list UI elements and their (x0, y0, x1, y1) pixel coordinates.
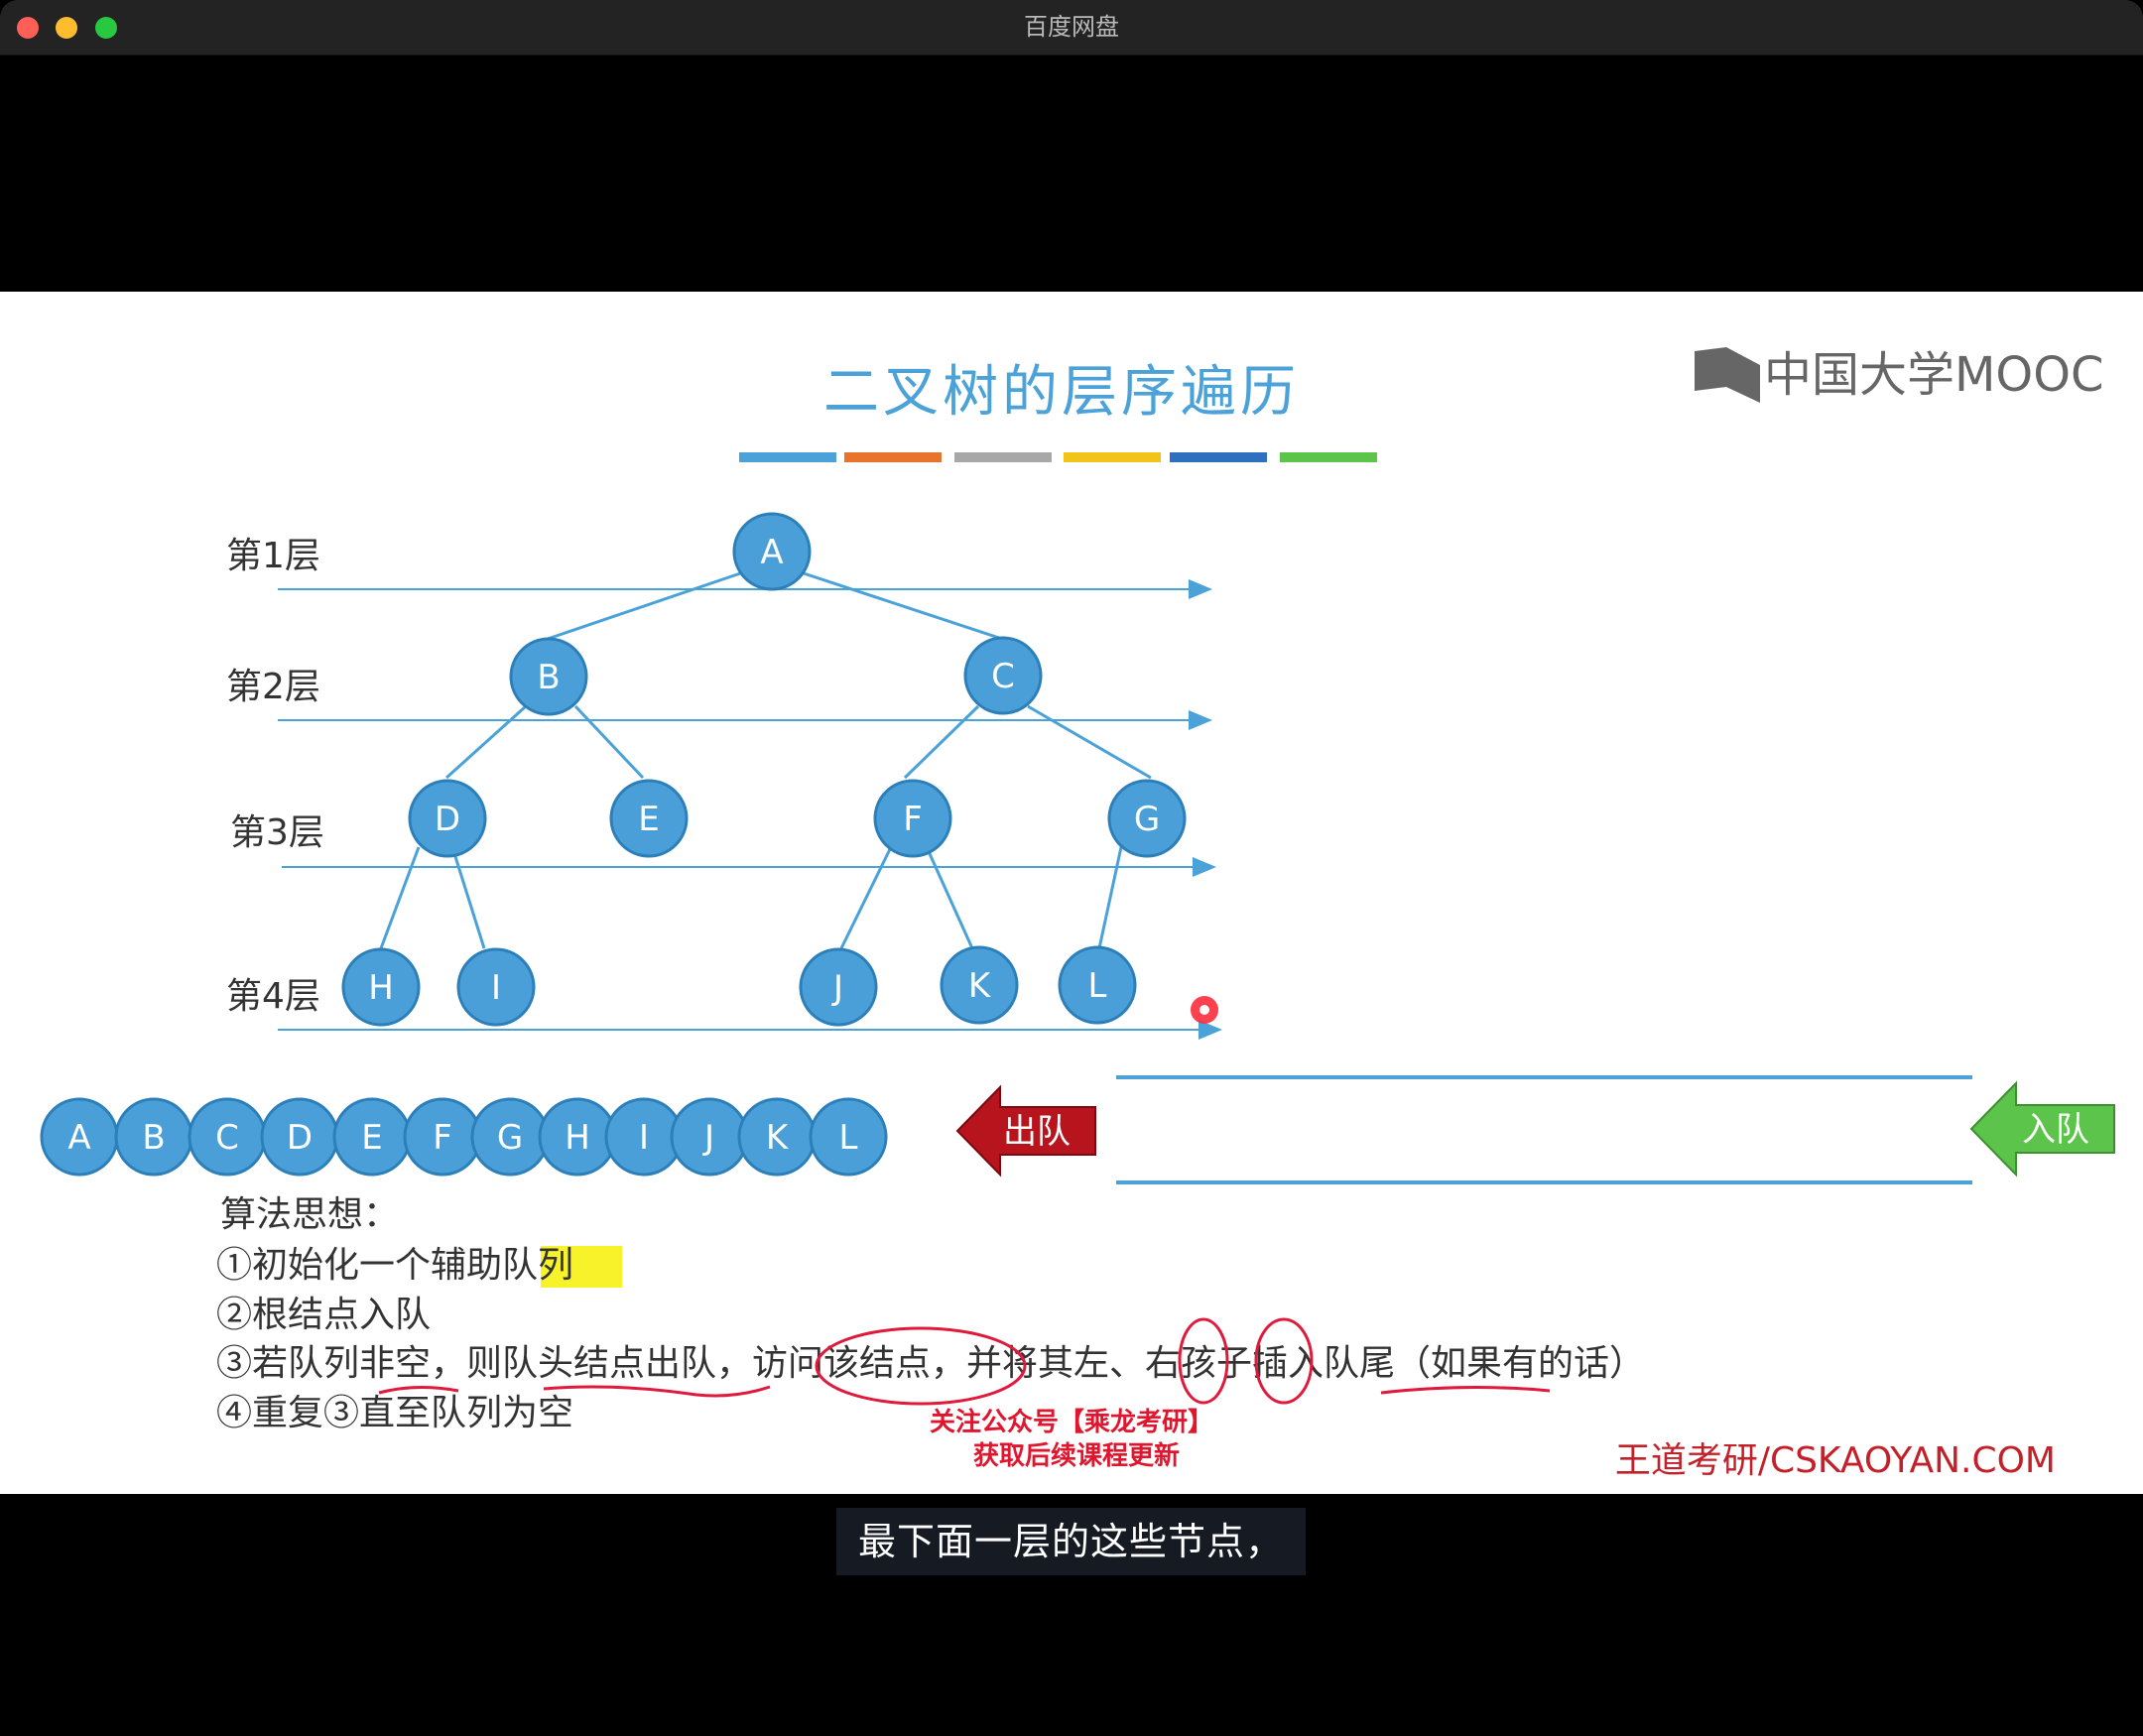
tree-node-label: G (1134, 800, 1160, 839)
book-icon (1695, 347, 1760, 403)
output-node-label: G (497, 1118, 523, 1158)
enqueue-arrow: 入队 (1969, 1080, 2115, 1178)
color-bar-segment (1064, 452, 1161, 462)
tree-node-label: J (831, 968, 843, 1008)
output-node-d: D (260, 1097, 339, 1177)
title-color-bar (739, 452, 1377, 462)
level-label-1: 第1层 (226, 536, 320, 576)
output-node-a: A (40, 1097, 119, 1177)
output-node-label: F (433, 1118, 452, 1158)
close-window-button[interactable] (17, 17, 39, 39)
promo-line-2: 获取后续课程更新 (973, 1440, 1180, 1471)
output-node-e: E (332, 1097, 412, 1177)
output-node-f: F (403, 1097, 482, 1177)
output-node-l: L (809, 1097, 888, 1177)
video-subtitle: 最下面一层的这些节点， (836, 1508, 1306, 1575)
color-bar-segment (954, 452, 1052, 462)
enqueue-label: 入队 (2022, 1110, 2089, 1150)
output-node-label: J (702, 1118, 714, 1158)
output-node-label: E (361, 1118, 382, 1158)
output-node-c: C (188, 1097, 267, 1177)
algo-step-4: ④重复③直至队列为空 (216, 1393, 573, 1433)
output-node-label: B (142, 1118, 165, 1158)
dequeue-arrow: 出队 (955, 1084, 1096, 1178)
output-node-label: H (565, 1118, 590, 1158)
level-label-4: 第4层 (226, 976, 320, 1017)
level-label-3: 第3层 (230, 812, 324, 853)
algo-step-2: ②根结点入队 (216, 1295, 431, 1335)
maximize-window-button[interactable] (95, 17, 117, 39)
slide-canvas: 二叉树的层序遍历 中国大学MOOC 第1层 第2层 第3层 第4层 (40, 347, 2115, 1481)
tree-node-d: D (408, 779, 487, 858)
output-node-label: D (287, 1118, 313, 1158)
output-node-h: H (538, 1097, 617, 1177)
video-frame-slide[interactable]: 二叉树的层序遍历 中国大学MOOC 第1层 第2层 第3层 第4层 (0, 292, 2143, 1494)
output-node-label: A (67, 1118, 90, 1158)
output-node-k: K (737, 1097, 817, 1177)
output-node-label: K (766, 1118, 790, 1158)
color-bar-segment (739, 452, 836, 462)
tree-node-e: E (609, 779, 689, 858)
tree-node-b: B (509, 637, 588, 716)
color-bar-segment (844, 452, 942, 462)
algo-title: 算法思想： (220, 1194, 399, 1235)
tree-node-l: L (1058, 945, 1137, 1025)
slide-title: 二叉树的层序遍历 (823, 360, 1300, 425)
algo-step-3: ③若队列非空，则队头结点出队，访问该结点，并将其左、右孩子插入队尾（如果有的话） (216, 1343, 1645, 1384)
output-node-label: C (215, 1118, 239, 1158)
dequeue-label: 出队 (1003, 1112, 1071, 1152)
tree-node-j: J (799, 947, 878, 1027)
tree-node-k: K (940, 945, 1019, 1025)
traversal-output-row: A B C D E F G H I J K L (40, 1097, 888, 1177)
watermark: 王道考研/CSKAOYAN.COM (1615, 1440, 2056, 1481)
tree-edges (379, 569, 1152, 949)
handwritten-annotations (378, 1317, 1551, 1406)
laser-pointer-icon (1191, 996, 1218, 1024)
mooc-logo-text: 中国大学MOOC (1764, 347, 2104, 403)
tree-node-h: H (341, 947, 421, 1027)
level-label-2: 第2层 (226, 667, 320, 707)
color-bar-segment (1280, 452, 1377, 462)
tree-node-label: I (491, 968, 501, 1008)
tree-node-label: L (1088, 966, 1107, 1006)
output-node-j: J (670, 1097, 749, 1177)
output-node-label: L (839, 1118, 858, 1158)
tree-node-label: A (760, 533, 783, 572)
tree-node-c: C (963, 636, 1043, 715)
tree-node-g: G (1107, 779, 1187, 858)
tree-nodes: A B C D E F G H I J K L (341, 512, 1187, 1027)
color-bar-segment (1170, 452, 1267, 462)
promo-line-1: 关注公众号【乘龙考研】 (930, 1407, 1213, 1437)
tree-node-a: A (732, 512, 812, 591)
tree-node-label: K (968, 966, 992, 1006)
highlight-queue (541, 1246, 622, 1288)
tree-node-label: B (537, 658, 560, 697)
output-node-label: I (639, 1118, 649, 1158)
tree-node-label: H (368, 968, 394, 1008)
output-node-g: G (470, 1097, 550, 1177)
tree-node-i: I (456, 947, 536, 1027)
tree-node-label: F (903, 800, 923, 839)
tree-node-f: F (873, 779, 952, 858)
minimize-window-button[interactable] (56, 17, 77, 39)
mooc-logo: 中国大学MOOC (1695, 347, 2104, 403)
tree-node-label: D (435, 800, 460, 839)
output-node-b: B (114, 1097, 193, 1177)
tree-node-label: C (991, 657, 1015, 696)
title-bar: 百度网盘 (0, 0, 2143, 56)
algo-step-1: ①初始化一个辅助队列 (216, 1245, 573, 1286)
window-title: 百度网盘 (1024, 13, 1119, 41)
tree-node-label: E (638, 800, 659, 839)
